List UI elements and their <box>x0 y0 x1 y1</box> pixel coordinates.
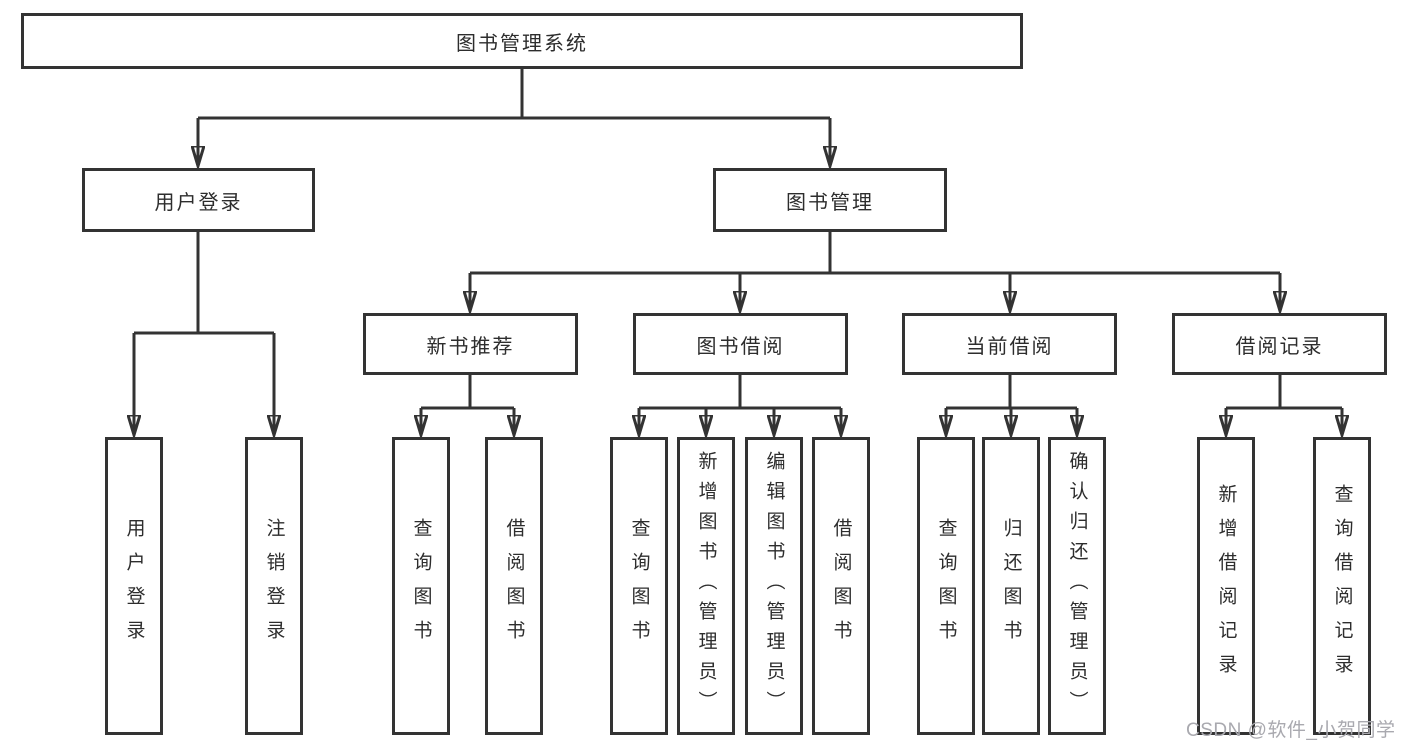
node-borrowing-records: 借阅记录 <box>1172 313 1387 375</box>
leaf-query-books-borrow: 查询图书 <box>610 437 668 735</box>
connector-user-login-branch <box>134 232 274 435</box>
leaf-logout: 注销登录 <box>245 437 303 735</box>
leaf-add-borrow-record: 新增借阅记录 <box>1197 437 1255 735</box>
node-new-book-recommend-label: 新书推荐 <box>426 335 515 358</box>
leaf-query-borrow-record: 查询借阅记录 <box>1313 437 1371 735</box>
leaf-edit-book-admin-label: 编辑图书（管理员） <box>763 451 785 721</box>
node-root-system: 图书管理系统 <box>21 13 1023 69</box>
node-book-management-label: 图书管理 <box>786 191 874 214</box>
leaf-query-books-current: 查询图书 <box>917 437 975 735</box>
connector-borrow-records-branch <box>1226 375 1342 435</box>
connector-current-borrow-branch <box>946 375 1077 435</box>
node-current-borrowing: 当前借阅 <box>902 313 1117 375</box>
connector-book-mgmt-to-level3 <box>470 232 1280 311</box>
node-new-book-recommend: 新书推荐 <box>363 313 578 375</box>
connector-root-to-level2 <box>198 69 830 166</box>
leaf-query-books-recommend: 查询图书 <box>392 437 450 735</box>
node-book-management: 图书管理 <box>713 168 947 232</box>
leaf-query-books-borrow-label: 查询图书 <box>628 518 650 654</box>
leaf-logout-label: 注销登录 <box>263 518 285 654</box>
node-book-borrowing: 图书借阅 <box>633 313 848 375</box>
leaf-return-book: 归还图书 <box>982 437 1040 735</box>
node-user-login: 用户登录 <box>82 168 315 232</box>
node-current-borrowing-label: 当前借阅 <box>965 335 1054 358</box>
leaf-return-book-label: 归还图书 <box>1000 518 1022 654</box>
leaf-borrow-books: 借阅图书 <box>812 437 870 735</box>
node-borrowing-records-label: 借阅记录 <box>1235 335 1324 358</box>
leaf-add-borrow-record-label: 新增借阅记录 <box>1215 484 1237 688</box>
leaf-borrow-books-recommend-label: 借阅图书 <box>503 518 525 654</box>
leaf-confirm-return-admin-label: 确认归还（管理员） <box>1066 451 1088 721</box>
node-user-login-label: 用户登录 <box>154 191 243 214</box>
csdn-watermark: CSDN @软件_小贺同学 <box>1186 720 1396 741</box>
connector-new-book-branch <box>421 375 514 435</box>
leaf-add-book-admin: 新增图书（管理员） <box>677 437 735 735</box>
connector-book-borrow-branch <box>639 375 841 435</box>
leaf-query-books-recommend-label: 查询图书 <box>410 518 432 654</box>
node-book-borrowing-label: 图书借阅 <box>696 335 785 358</box>
leaf-query-books-current-label: 查询图书 <box>935 518 957 654</box>
leaf-query-borrow-record-label: 查询借阅记录 <box>1331 484 1353 688</box>
leaf-add-book-admin-label: 新增图书（管理员） <box>695 451 717 721</box>
leaf-borrow-books-recommend: 借阅图书 <box>485 437 543 735</box>
leaf-borrow-books-label: 借阅图书 <box>830 518 852 654</box>
leaf-user-login: 用户登录 <box>105 437 163 735</box>
leaf-edit-book-admin: 编辑图书（管理员） <box>745 437 803 735</box>
leaf-confirm-return-admin: 确认归还（管理员） <box>1048 437 1106 735</box>
leaf-user-login-label: 用户登录 <box>123 518 145 654</box>
node-root-label: 图书管理系统 <box>456 32 588 55</box>
